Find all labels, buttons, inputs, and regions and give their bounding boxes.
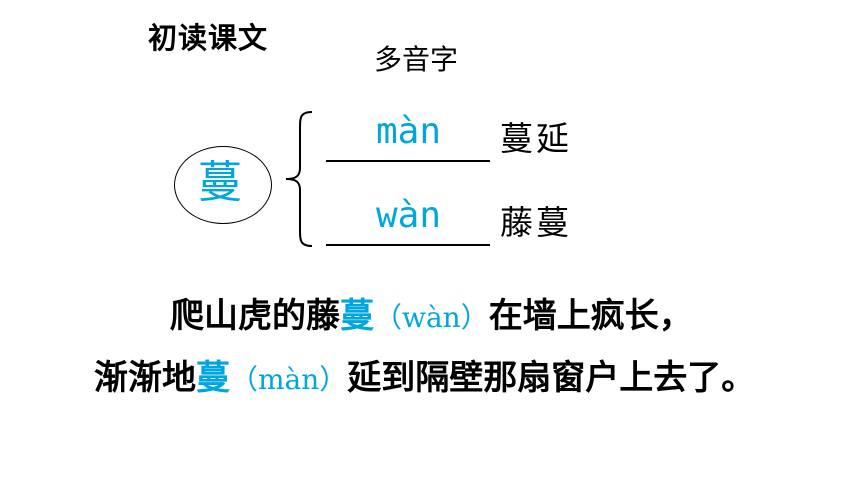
blank-line-1 [326,160,490,162]
pinyin-reading-2: wàn [376,195,442,236]
passage-pinyin-2: （màn） [230,363,348,396]
passage-highlight-char-1: 蔓 [340,296,374,336]
passage-pinyin-1: （wàn） [374,301,489,334]
pinyin-reading-1: màn [376,111,442,152]
word-reading-1: 蔓延 [500,119,572,158]
passage-part-3: 渐渐地 [94,358,196,398]
passage-part-2: 在墙上疯长， [488,296,693,336]
passage-part-4: 延到隔壁那扇窗户上去了。 [347,358,756,398]
blank-line-2 [326,244,490,246]
curly-brace-icon [285,111,313,247]
section-title: 初读课文 [148,21,269,55]
word-reading-2: 藤蔓 [500,203,572,242]
character-oval [174,146,272,224]
passage-highlight-char-2: 蔓 [196,358,230,398]
passage-text: 爬山虎的藤蔓（wàn）在墙上疯长，渐渐地蔓（màn）延到隔壁那扇窗户上去了。 [94,286,814,410]
passage-part-1: 爬山虎的藤 [170,296,340,336]
subtitle: 多音字 [374,43,459,76]
polyphone-character: 蔓 [198,157,242,208]
